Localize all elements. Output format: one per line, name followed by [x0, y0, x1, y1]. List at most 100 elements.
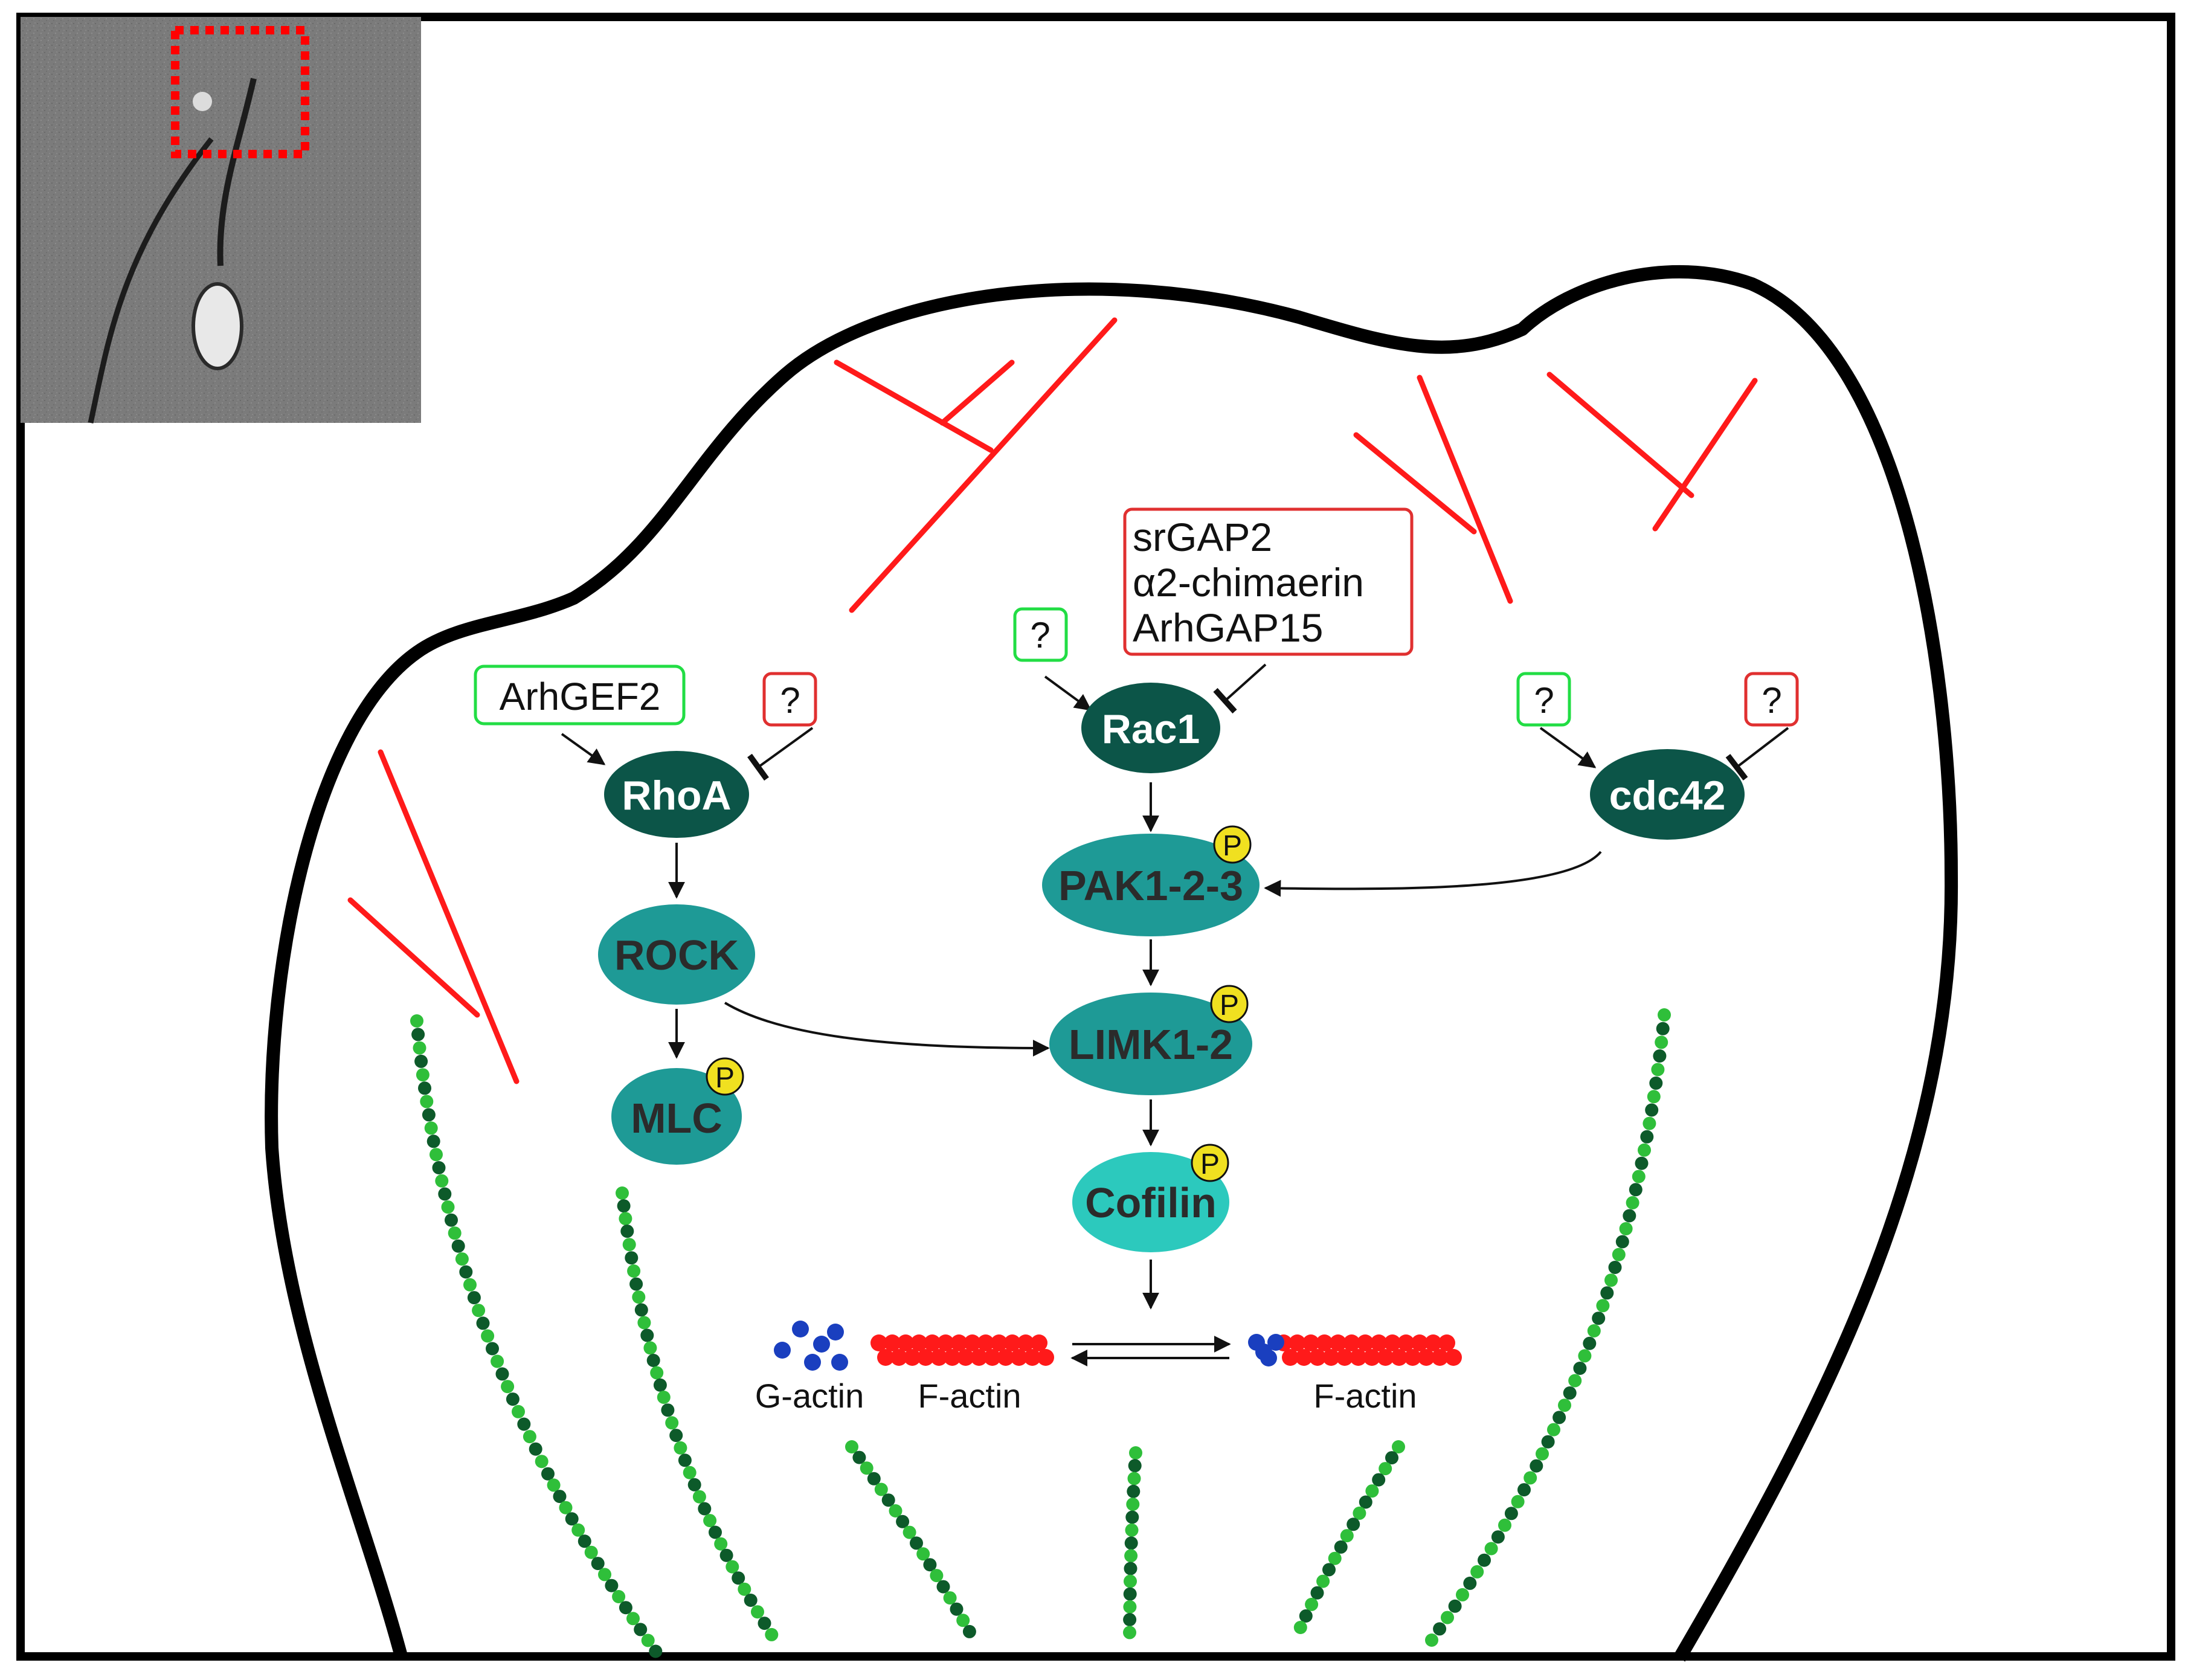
microtubule-bead — [426, 1134, 440, 1148]
microtubule-bead — [438, 1187, 452, 1201]
microtubule-bead — [669, 1429, 683, 1443]
f-actin-filament-right — [1248, 1334, 1462, 1366]
f-actin-subunit — [1384, 1334, 1401, 1351]
microtubule-bead — [1653, 1049, 1667, 1063]
microtubule-bead — [620, 1225, 634, 1238]
rhoa-gap-unknown-box: ? — [762, 672, 817, 727]
microtubule-bead — [896, 1514, 910, 1528]
microtubule-bead — [634, 1303, 648, 1317]
microtubule-bead — [751, 1605, 764, 1619]
microtubule-bead — [665, 1416, 679, 1430]
microtubule-bead — [491, 1354, 504, 1368]
microtubule-bead — [1649, 1077, 1663, 1090]
microtubule-bead — [422, 1108, 436, 1122]
microtubule-bead — [852, 1450, 866, 1464]
microtubule-bead — [420, 1095, 434, 1109]
microtubule-bead — [1635, 1156, 1649, 1170]
microtubule-bead — [1425, 1633, 1438, 1647]
f-actin-subunit — [1037, 1349, 1054, 1366]
microtubule-bead — [1645, 1103, 1659, 1117]
f-actin-subunit — [1309, 1349, 1326, 1366]
microtubule-bead — [1517, 1483, 1531, 1497]
microtubule-bead — [950, 1602, 964, 1616]
microtubule-bead — [943, 1591, 957, 1605]
microtubule-bead — [1547, 1423, 1560, 1437]
f-actin-subunit — [1445, 1349, 1462, 1366]
microtubule-bead — [1127, 1472, 1141, 1485]
microtubule-bead — [1347, 1517, 1360, 1531]
microtubule-bead — [448, 1226, 462, 1240]
microtubule-bead — [1643, 1116, 1656, 1130]
cofilin-phospho-badge — [1191, 1144, 1229, 1182]
microtubule-bead — [1632, 1170, 1646, 1183]
microtubule-bead — [1433, 1622, 1447, 1636]
microtubule-bead — [416, 1068, 430, 1082]
microtubule-bead — [1322, 1563, 1336, 1577]
microtubule-bead — [867, 1472, 881, 1485]
microtubule-bead — [486, 1342, 499, 1356]
g-actin-monomer — [792, 1321, 809, 1337]
microtubule-bead — [962, 1624, 976, 1638]
microtubule-bead — [1385, 1451, 1398, 1465]
f-actin-subunit — [977, 1334, 994, 1351]
microtubule-bead — [1638, 1143, 1651, 1157]
f-actin-subunit — [877, 1349, 894, 1366]
arrow-rock-limk — [724, 1002, 1050, 1057]
microtubule-bead — [1553, 1411, 1566, 1424]
cdc42-node: cdc42 — [1590, 749, 1745, 840]
microtubule-bead — [495, 1367, 509, 1381]
microtubule-bead — [584, 1545, 598, 1559]
microtubule-bead — [501, 1380, 515, 1394]
microtubule-bead — [936, 1580, 950, 1594]
f-actin-right-label: F-actin — [1313, 1377, 1417, 1415]
f-actin-left-label: F-actin — [918, 1377, 1021, 1415]
microtubule-bead — [641, 1633, 655, 1647]
pak-node: PAK1-2-3 P — [1042, 825, 1260, 936]
microtubule-bead — [424, 1121, 438, 1135]
f-actin-subunit — [924, 1334, 941, 1351]
f-actin-subunit — [1350, 1349, 1367, 1366]
microtubule-bead — [726, 1560, 739, 1574]
microtubule-bead — [643, 1341, 657, 1355]
microtubule-bead — [1615, 1235, 1629, 1249]
mlc-phospho-badge — [706, 1057, 744, 1096]
f-actin-subunit — [1017, 1334, 1034, 1351]
microtubule-bead — [481, 1329, 495, 1343]
microtubule-bead — [1619, 1222, 1633, 1235]
microtubule-bead — [1626, 1196, 1639, 1209]
f-actin-subunit — [937, 1334, 954, 1351]
f-actin-subunit — [1431, 1349, 1449, 1366]
microtubule-bead — [435, 1174, 449, 1188]
microtubule-bead — [411, 1028, 425, 1041]
limk-phospho-label: P — [1220, 990, 1239, 1022]
f-actin-subunit — [1418, 1349, 1435, 1366]
inhibit-gap-cdc42 — [1725, 727, 1789, 780]
g-actin-monomer — [813, 1336, 830, 1353]
microtubule-bead — [632, 1290, 646, 1304]
cdc42-gap-unknown-label: ? — [1762, 680, 1781, 721]
cofilin-phospho-label: P — [1200, 1148, 1220, 1180]
microtubule-bead — [414, 1054, 428, 1068]
rhoa-node: RhoA — [604, 751, 749, 838]
microtubule-bead — [634, 1623, 648, 1637]
microtubule-bead — [1127, 1484, 1141, 1498]
microtubule-bead — [956, 1614, 970, 1627]
arrow-gef-rac1 — [1044, 675, 1092, 711]
microtubule-bead — [625, 1251, 639, 1265]
microtubule-bead — [637, 1316, 651, 1330]
microtubule-bead — [506, 1392, 520, 1406]
microtubule-bead — [845, 1440, 858, 1453]
g-actin-monomers — [774, 1321, 848, 1371]
f-actin-subunit — [1316, 1334, 1333, 1351]
microtubule-bead — [1448, 1599, 1462, 1613]
microtubule-bead — [627, 1264, 641, 1278]
rac1-node: Rac1 — [1081, 683, 1220, 773]
microtubule-bead — [653, 1378, 667, 1392]
microtubules — [410, 1008, 1671, 1658]
microtubule-bead — [1365, 1484, 1379, 1498]
microtubule-bead — [881, 1493, 895, 1507]
microtubule-bead — [472, 1304, 486, 1318]
microtubule-bead — [1470, 1565, 1484, 1579]
microtubule-bead — [565, 1512, 579, 1526]
